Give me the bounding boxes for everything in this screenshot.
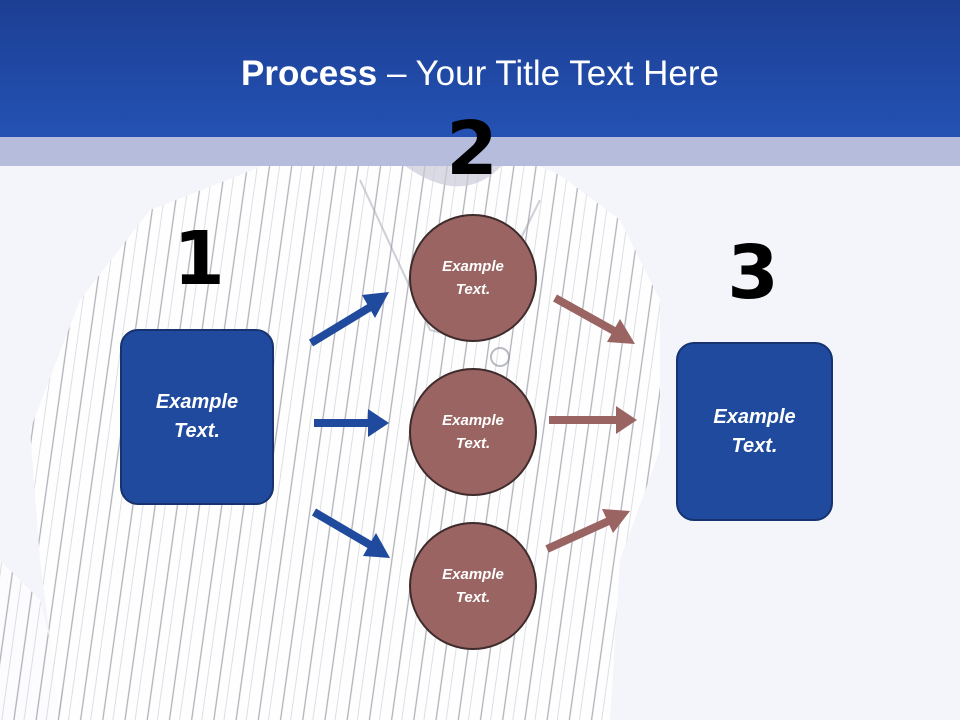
circle-top-line1: Example (442, 258, 504, 275)
title-bold: Process (241, 54, 378, 93)
left-box-line2: Text. (174, 420, 220, 442)
circle-bottom-line1: Example (442, 566, 504, 583)
left-box-text: Example Text. (156, 388, 238, 446)
circle-middle-line1: Example (442, 412, 504, 429)
right-box-text: Example Text. (713, 403, 795, 461)
right-box: Example Text. (676, 342, 833, 521)
left-box: Example Text. (120, 329, 274, 505)
circle-bottom-line2: Text. (455, 589, 491, 606)
circle-top-line2: Text. (455, 281, 491, 298)
right-box-line1: Example (713, 405, 796, 428)
slide-title: Process – Your Title Text Here (0, 52, 960, 96)
circle-bottom: Example Text. (409, 522, 537, 650)
circle-top: Example Text. (409, 214, 537, 342)
title-rest: – Your Title Text Here (377, 54, 719, 93)
header-bar (0, 0, 960, 137)
circle-top-text: Example Text. (442, 255, 504, 301)
right-box-line2: Text. (731, 434, 778, 457)
circle-middle-text: Example Text. (442, 409, 504, 455)
step-number-2: 2 (446, 106, 498, 192)
step-number-3: 3 (727, 230, 779, 316)
left-box-line1: Example (155, 391, 239, 413)
step-number-1: 1 (173, 216, 225, 302)
circle-middle: Example Text. (409, 368, 537, 496)
circle-bottom-text: Example Text. (442, 563, 504, 609)
header-band (0, 137, 960, 166)
circle-middle-line2: Text. (455, 435, 491, 452)
